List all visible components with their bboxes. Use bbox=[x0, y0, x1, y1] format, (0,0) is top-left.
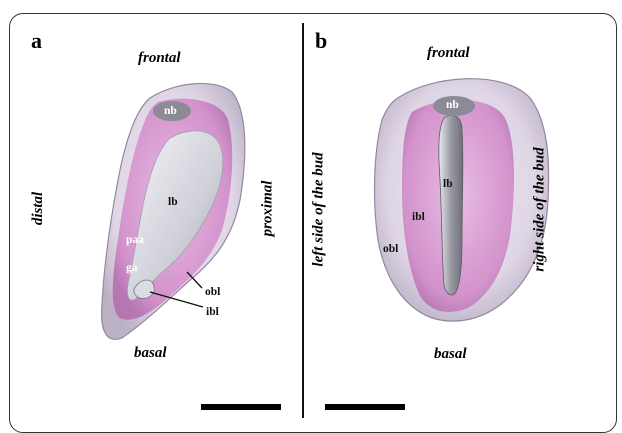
panel-b-bud bbox=[375, 79, 549, 321]
panel-b-nb-label: nb bbox=[446, 99, 459, 111]
panel-a-right-label: proximal bbox=[259, 181, 276, 237]
panel-a-left-label: distal bbox=[30, 192, 47, 225]
panel-a-ibl-label: ibl bbox=[206, 306, 219, 318]
panel-a-bottom-label: basal bbox=[134, 345, 167, 362]
panel-a-scale-bar bbox=[201, 404, 281, 410]
panel-b-ibl-label: ibl bbox=[412, 211, 425, 223]
panel-b-top-label: frontal bbox=[427, 45, 470, 62]
panel-a-ga-label: ga bbox=[126, 262, 138, 274]
panel-a-bud bbox=[102, 83, 245, 339]
panel-b-lb-label: lb bbox=[443, 178, 453, 190]
panel-a-obl-label: obl bbox=[205, 286, 220, 298]
panel-a-letter: a bbox=[31, 28, 42, 54]
panel-b-bottom-label: basal bbox=[434, 346, 467, 363]
panel-b-obl-label: obl bbox=[383, 243, 398, 255]
panel-a-lb-label: lb bbox=[168, 196, 178, 208]
panel-b-letter: b bbox=[315, 28, 327, 54]
panel-a-paa-label: paa bbox=[126, 234, 144, 246]
panel-b-scale-bar bbox=[325, 404, 405, 410]
panel-b-left-label: left side of the bud bbox=[311, 152, 328, 266]
panel-b-right-label: right side of the bud bbox=[532, 147, 549, 271]
panel-a-nb-label: nb bbox=[164, 105, 177, 117]
panel-a-top-label: frontal bbox=[138, 50, 181, 67]
